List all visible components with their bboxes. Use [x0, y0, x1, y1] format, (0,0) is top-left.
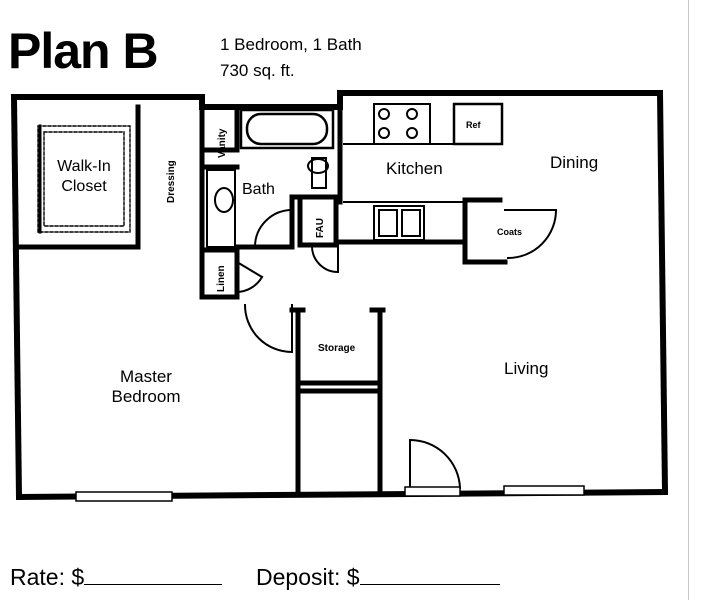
closet-shelf: [37, 125, 131, 233]
windows: [75, 485, 585, 502]
deposit-blank: [359, 566, 500, 585]
interior-walls: [16, 90, 508, 495]
label-kitchen: Kitchen: [386, 159, 443, 178]
deposit-field: Deposit: $: [256, 566, 500, 589]
kitchen-sink: [373, 205, 425, 241]
label-walk-in-line1: Walk-In: [57, 158, 111, 175]
rate-label: Rate: $: [10, 564, 85, 590]
rate-blank: [84, 566, 223, 585]
label-vanity: Vanity: [217, 128, 228, 158]
vanity-sink: [206, 169, 236, 248]
label-storage: Storage: [318, 343, 356, 354]
bathtub: [239, 108, 335, 150]
plan-bed-bath: 1 Bedroom, 1 Bath: [220, 35, 362, 54]
page-edge-line: [688, 0, 689, 600]
door-swings: [235, 208, 558, 490]
label-master-line1: Master: [120, 367, 172, 386]
label-coats: Coats: [497, 227, 522, 237]
label-linen: Linen: [216, 265, 227, 292]
kitchen-counter: [343, 143, 463, 203]
stove: [373, 103, 431, 145]
deposit-label: Deposit: $: [256, 564, 360, 590]
label-living: Living: [504, 359, 548, 378]
entry-threshold: [404, 486, 461, 497]
label-ref: Ref: [466, 120, 482, 130]
plan-square-footage: 730 sq. ft.: [220, 61, 295, 80]
refrigerator: [452, 102, 504, 146]
label-bath: Bath: [242, 181, 275, 198]
label-closet-line2: Closet: [61, 178, 107, 195]
label-fau: FAU: [315, 218, 326, 238]
rate-field: Rate: $: [10, 564, 223, 590]
toilet: [307, 157, 329, 189]
plan-title: Plan B: [8, 23, 159, 79]
label-bedroom-line2: Bedroom: [112, 387, 181, 406]
label-dressing: Dressing: [166, 160, 177, 203]
label-dining: Dining: [550, 153, 598, 172]
